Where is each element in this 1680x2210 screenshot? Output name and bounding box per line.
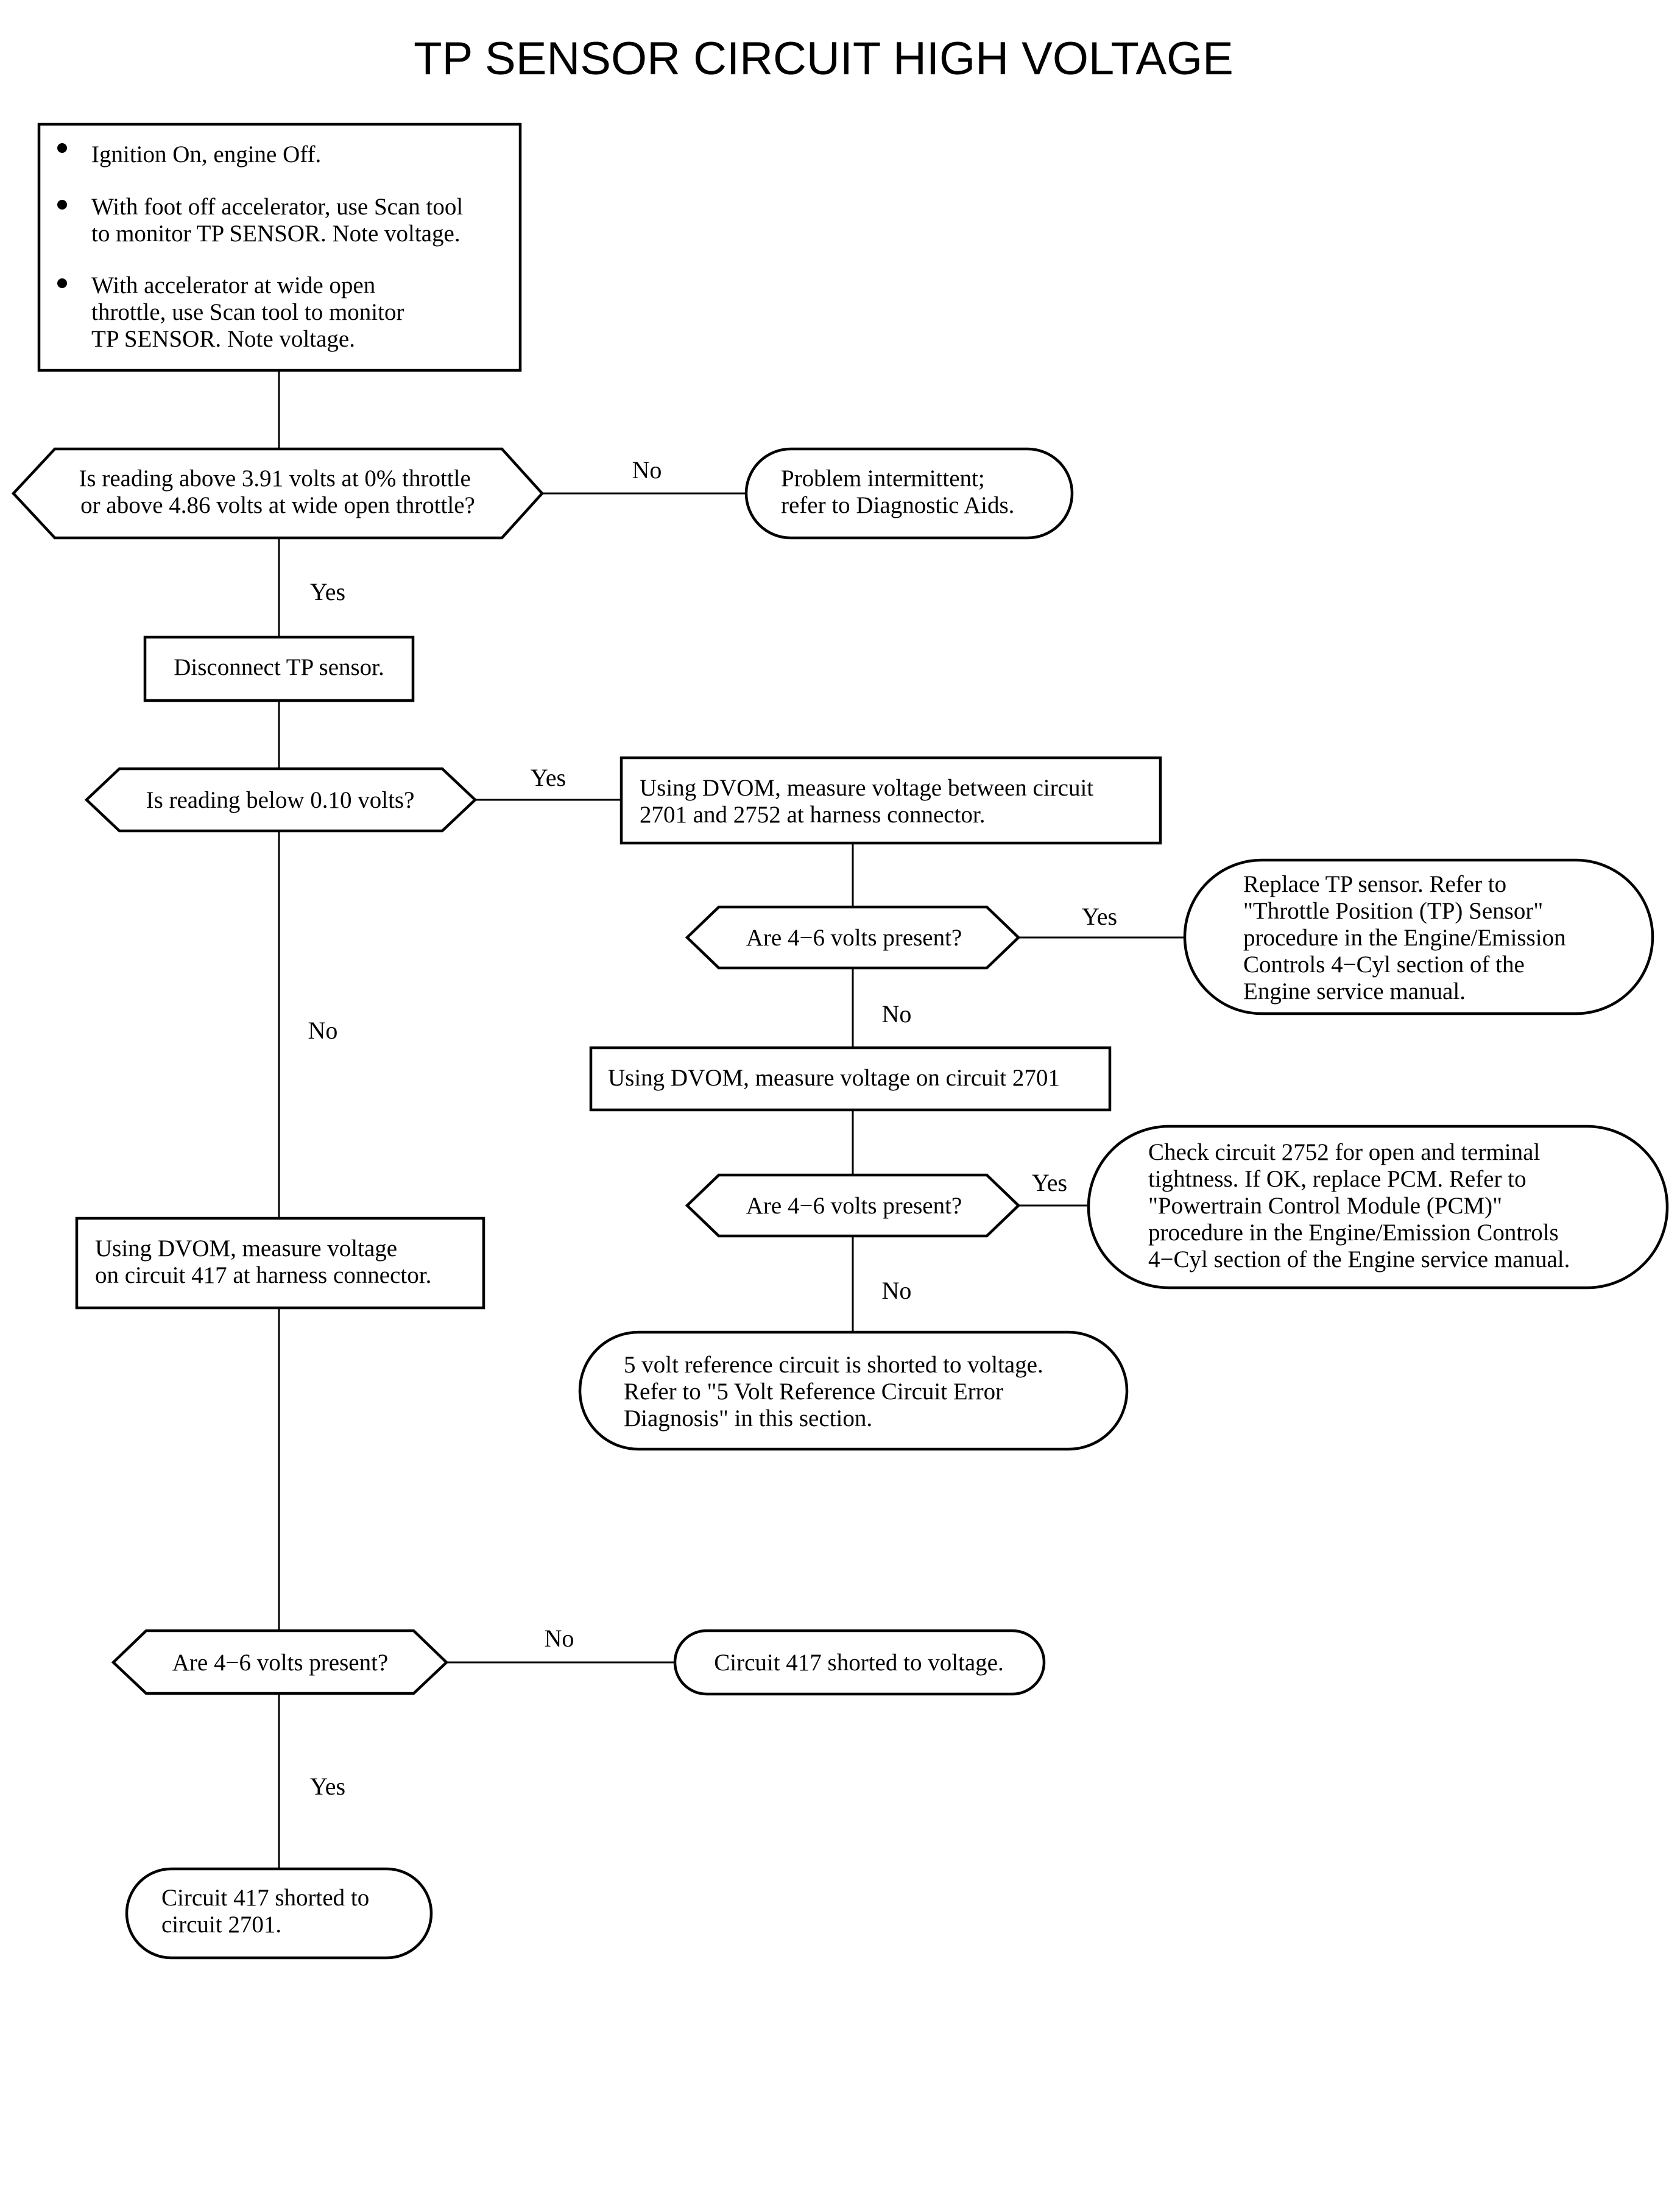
branch-label-q2-yes: Yes [531,764,566,791]
terminal-replace-tp-text: Replace TP sensor. Refer to "Throttle Po… [1243,871,1572,1004]
decision-q2-shape [84,767,478,833]
step-measure-2701-2752: Using DVOM, measure voltage between circ… [619,756,1162,845]
bullet-icon [57,200,67,210]
terminal-417-2701-shape [125,1867,433,1960]
start-step-box: Ignition On, engine Off. With foot off a… [37,122,522,372]
terminal-ref-shorted-text: 5 volt reference circuit is shorted to v… [624,1352,1050,1432]
branch-label-q1-yes: Yes [310,578,345,605]
branch-label-q5-yes: Yes [310,1773,345,1800]
terminal-417-voltage-shape [673,1629,1046,1696]
terminal-check-2752-line: tightness. If OK, replace PCM. Refer to [1148,1166,1526,1192]
terminal-replace-tp-line: Replace TP sensor. Refer to [1243,871,1506,897]
start-bullet-1: Ignition On, engine Off. [91,141,321,168]
decision-q5: Are 4−6 volts present? [111,1629,449,1695]
terminal-check-2752-line: "Powertrain Control Module (PCM)" [1148,1193,1502,1219]
terminal-replace-tp-line: Engine service manual. [1243,978,1466,1004]
step-measure-417-line: on circuit 417 at harness connector. [95,1262,431,1288]
step-disconnect-text: Disconnect TP sensor. [174,654,384,680]
start-bullet-3: With accelerator at wide open throttle, … [91,272,410,352]
decision-q5-text: Are 4−6 volts present? [172,1650,389,1676]
step-measure-417-text: Using DVOM, measure voltage on circuit 4… [95,1235,431,1288]
bullet-icon [57,278,67,288]
terminal-check-2752-shape [1087,1124,1669,1290]
terminal-intermittent-shape [744,447,1074,540]
decision-q1-shape [11,447,545,540]
branch-label-q4-no: No [882,1277,912,1304]
terminal-417-voltage: Circuit 417 shorted to voltage. [673,1629,1046,1696]
step-measure-2701-frame [589,1046,1112,1112]
step-measure-417-frame [75,1216,485,1310]
terminal-intermittent-line: refer to Diagnostic Aids. [781,492,1014,518]
start-bullet-2-line: With foot off accelerator, use Scan tool [91,194,463,220]
branch-label-q3-no: No [882,1000,912,1028]
terminal-417-2701-line: Circuit 417 shorted to [161,1885,369,1911]
decision-q5-shape [111,1629,449,1695]
terminal-check-2752-line: 4−Cyl section of the Engine service manu… [1148,1246,1570,1273]
step-measure-2701: Using DVOM, measure voltage on circuit 2… [589,1046,1112,1112]
terminal-intermittent: Problem intermittent; refer to Diagnosti… [744,447,1074,540]
branch-label-q1-no: No [632,456,662,484]
terminal-replace-tp-line: procedure in the Engine/Emission [1243,925,1566,951]
page-title: TP SENSOR CIRCUIT HIGH VOLTAGE [414,33,1234,85]
decision-q1-text: Is reading above 3.91 volts at 0% thrott… [79,465,476,518]
decision-q1: Is reading above 3.91 volts at 0% thrott… [11,447,545,540]
step-measure-417: Using DVOM, measure voltage on circuit 4… [75,1216,485,1310]
start-bullet-1-line: Ignition On, engine Off. [91,141,321,168]
branch-label-q4-yes: Yes [1032,1169,1067,1196]
terminal-417-voltage-text: Circuit 417 shorted to voltage. [714,1650,1004,1676]
step-measure-2701-2752-line: Using DVOM, measure voltage between circ… [640,775,1093,801]
step-measure-2701-text: Using DVOM, measure voltage on circuit 2… [608,1065,1060,1091]
start-bullet-3-line: throttle, use Scan tool to monitor [91,299,404,325]
terminal-ref-shorted-line: 5 volt reference circuit is shorted to v… [624,1352,1043,1378]
decision-q2-text: Is reading below 0.10 volts? [146,787,415,813]
terminal-replace-tp-line: "Throttle Position (TP) Sensor" [1243,898,1543,924]
start-bullet-3-line: With accelerator at wide open [91,272,375,298]
terminal-check-2752: Check circuit 2752 for open and terminal… [1087,1124,1669,1290]
step-disconnect-frame [143,635,415,702]
terminal-check-2752-text: Check circuit 2752 for open and terminal… [1148,1139,1570,1273]
step-disconnect: Disconnect TP sensor. [143,635,415,702]
bullet-icon [57,143,67,153]
terminal-replace-tp-line: Controls 4−Cyl section of the [1243,951,1525,978]
terminal-ref-shorted-shape [578,1330,1129,1451]
connectors [278,370,1185,1869]
terminal-417-2701-line: circuit 2701. [161,1912,281,1938]
terminal-replace-tp-shape [1183,858,1654,1015]
decision-q4-text: Are 4−6 volts present? [746,1193,962,1219]
decision-q3: Are 4−6 volts present? [685,905,1021,970]
terminal-check-2752-line: Check circuit 2752 for open and terminal [1148,1139,1540,1165]
terminal-ref-shorted-line: Refer to "5 Volt Reference Circuit Error [624,1379,1003,1405]
step-measure-2701-2752-text: Using DVOM, measure voltage between circ… [640,775,1099,828]
step-measure-2701-2752-line: 2701 and 2752 at harness connector. [640,802,986,828]
start-bullet-3-line: TP SENSOR. Note voltage. [91,326,355,352]
start-bullet-2-line: to monitor TP SENSOR. Note voltage. [91,221,461,247]
terminal-check-2752-line: procedure in the Engine/Emission Control… [1148,1220,1559,1246]
decision-q1-line: Is reading above 3.91 volts at 0% thrott… [79,465,470,492]
step-measure-417-line: Using DVOM, measure voltage [95,1235,397,1262]
terminal-replace-tp: Replace TP sensor. Refer to "Throttle Po… [1183,858,1654,1015]
decision-q3-text: Are 4−6 volts present? [746,925,962,951]
decision-q4: Are 4−6 volts present? [685,1173,1021,1238]
decision-q4-shape [685,1173,1021,1238]
branch-label-q3-yes: Yes [1082,903,1117,930]
terminal-ref-shorted-line: Diagnosis" in this section. [624,1405,872,1432]
start-step-frame [37,122,522,372]
branch-label-q5-no: No [545,1625,574,1652]
terminal-417-2701: Circuit 417 shorted to circuit 2701. [125,1867,433,1960]
branch-label-q2-no: No [308,1017,338,1044]
terminal-intermittent-line: Problem intermittent; [781,465,985,492]
step-measure-2701-2752-frame [619,756,1162,845]
decision-q1-line: or above 4.86 volts at wide open throttl… [80,492,475,518]
decision-q3-shape [685,905,1021,970]
start-bullet-2: With foot off accelerator, use Scan tool… [91,194,469,247]
terminal-intermittent-text: Problem intermittent; refer to Diagnosti… [781,465,1014,518]
decision-q2: Is reading below 0.10 volts? [84,767,478,833]
terminal-417-2701-text: Circuit 417 shorted to circuit 2701. [161,1885,375,1938]
terminal-ref-shorted: 5 volt reference circuit is shorted to v… [578,1330,1129,1451]
